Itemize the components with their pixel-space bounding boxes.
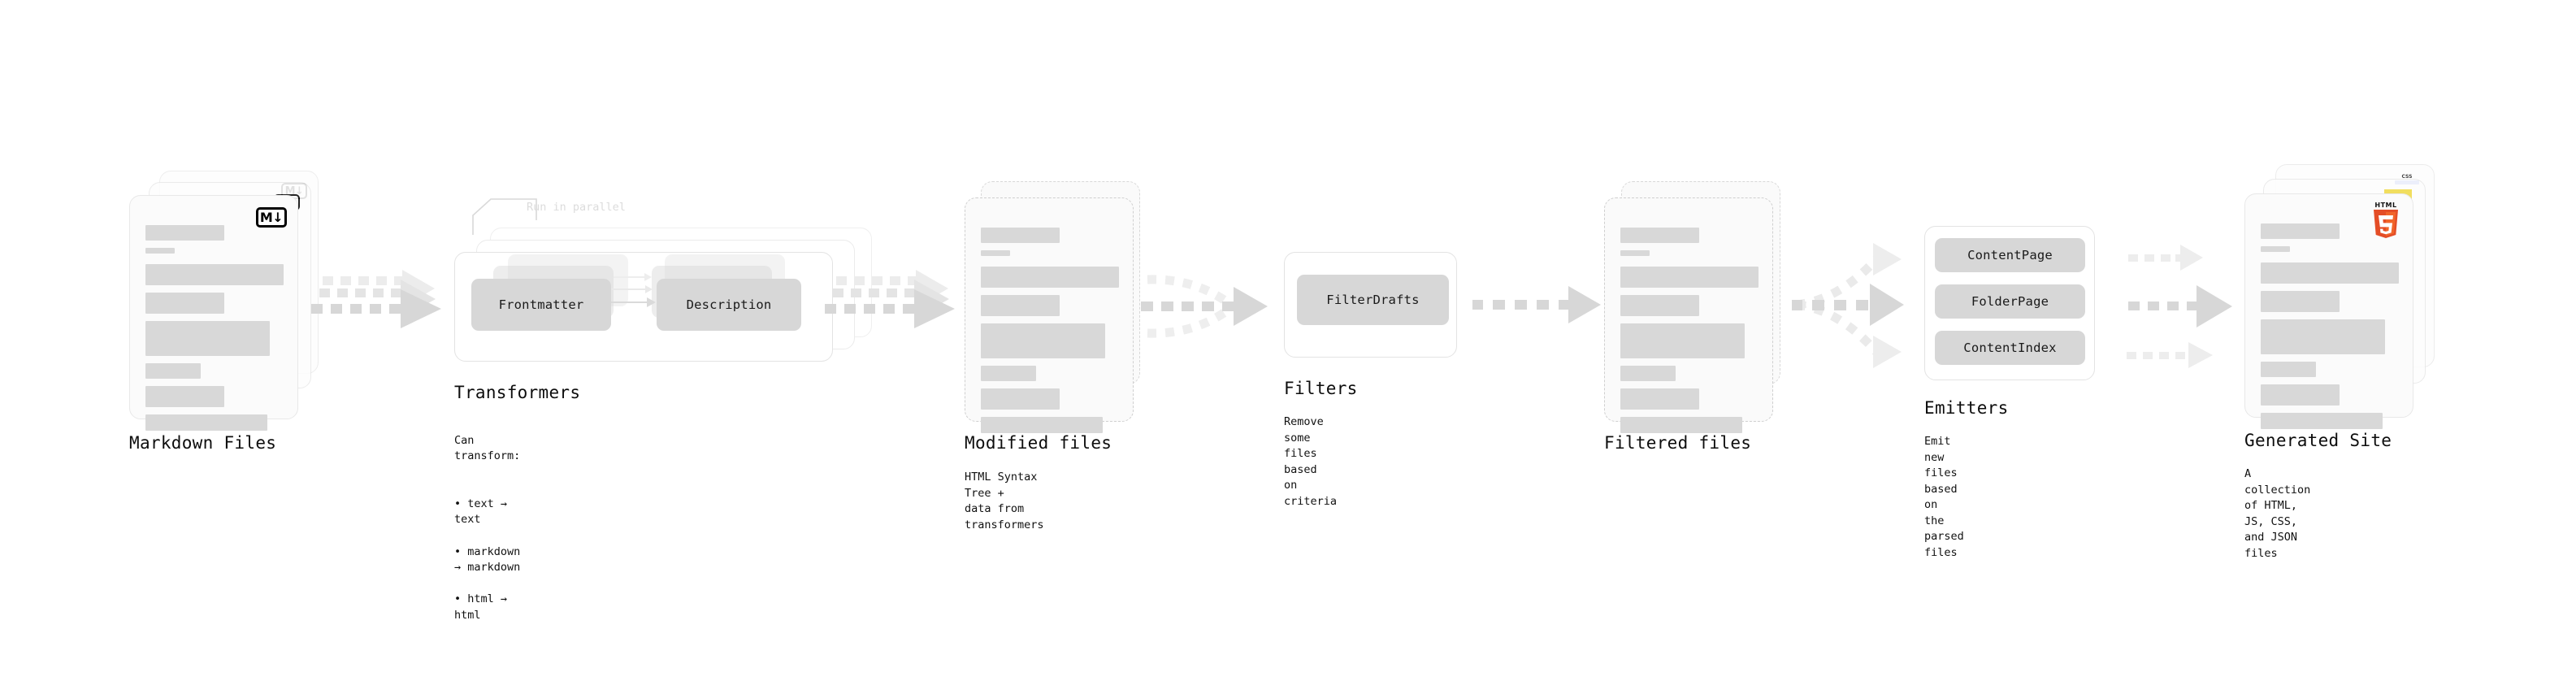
file-skeleton-bars [981,228,1119,440]
filter-chip-filterdrafts[interactable]: FilterDrafts [1297,275,1449,325]
transformer-chip-description[interactable]: Description [657,279,801,331]
transformer-chip-frontmatter[interactable]: Frontmatter [471,279,611,331]
stage-desc-filters: Remove some files based on criteria [1284,415,1338,508]
html5-icon-label: HTML [2374,202,2397,209]
emitter-chip-folderpage[interactable]: FolderPage [1935,284,2085,319]
stage-title-filters: Filters [1284,379,1358,398]
parallel-bracket-icon [472,198,537,235]
emitters-box: ContentPage FolderPage ContentIndex [1924,226,2095,380]
arrow-markdown-to-transformers [311,270,441,328]
stage-desc-modified-files: HTML Syntax Tree + data from transformer… [965,471,1044,531]
stage-title-filtered-files: Filtered files [1604,433,1752,453]
transform-intro: Can transform: [454,433,521,463]
site-file-card-html: HTML [2244,193,2413,429]
stage-title-generated-site: Generated Site [2244,431,2392,450]
css-icon-label: CSS [2401,174,2413,180]
html5-icon: HTML [2372,202,2400,241]
stage-title-transformers: Transformers [454,383,581,402]
markdown-file-card-front: M↓ [129,195,298,431]
emitter-chip-contentpage[interactable]: ContentPage [1935,238,2085,272]
run-in-parallel-note: Run in parallel [527,201,626,214]
arrow-transformers-to-modified [825,270,955,328]
filtered-file-card-front [1604,197,1773,433]
stage-title-markdown-files: Markdown Files [129,433,277,453]
stage-desc-transformers: Can transform: text → text markdown → ma… [454,417,520,655]
modified-file-card-front [965,197,1134,433]
markdown-icon: M↓ [256,207,287,228]
arrow-modified-to-filters [1141,275,1268,338]
transform-list-item: text → text [454,497,520,528]
filters-box: FilterDrafts [1284,252,1457,358]
stage-title-modified-files: Modified files [965,433,1112,453]
file-skeleton-bars [145,225,284,438]
stage-title-emitters: Emitters [1924,398,2009,418]
arrow-emitters-to-site [2127,245,2232,368]
stage-desc-generated-site: A collection of HTML, JS, CSS, and JSON … [2244,467,2311,560]
transform-list-item: markdown → markdown [454,544,520,576]
emitter-chip-contentindex[interactable]: ContentIndex [1935,331,2085,365]
file-skeleton-bars [1620,228,1759,440]
stage-desc-emitters: Emit new files based on the parsed files [1924,435,1964,559]
arrow-filtered-to-emitters [1792,243,1904,368]
arrow-filters-to-filtered [1472,286,1601,323]
file-skeleton-bars [2261,223,2399,436]
transform-list-item: html → html [454,592,520,623]
transformer-inner-arrows-icon [607,273,656,307]
transform-list: text → text markdown → markdown html → h… [454,480,520,640]
